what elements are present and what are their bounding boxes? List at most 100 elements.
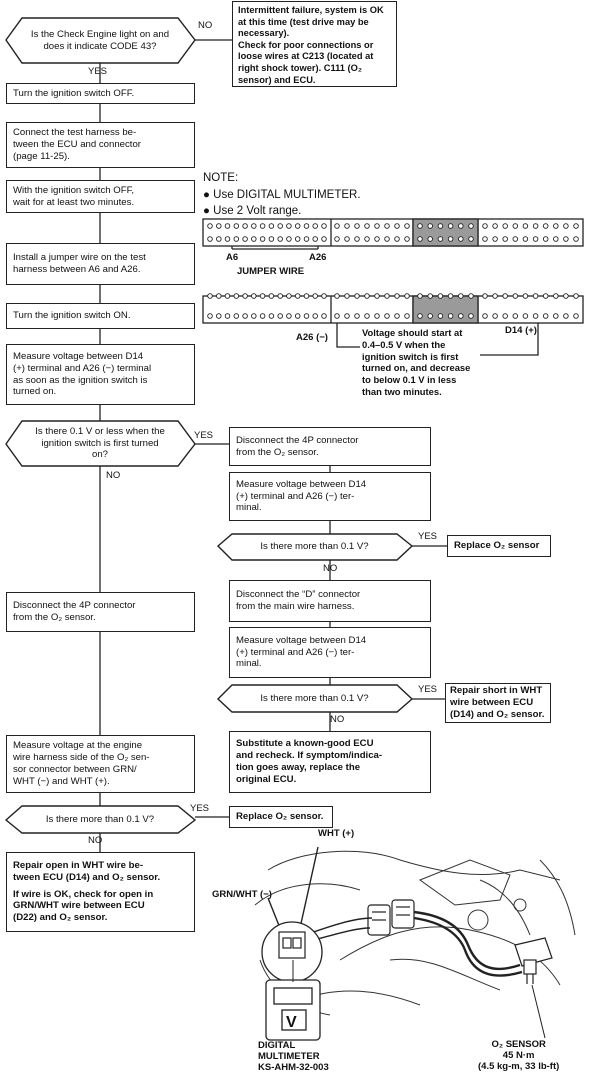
connector-pin: [458, 313, 464, 319]
connector-pin: [286, 313, 292, 319]
step-disconnect-d-connector: Disconnect the “D” connector from the ma…: [229, 580, 431, 622]
connector-pin: [573, 293, 579, 299]
connector-pin: [312, 223, 318, 229]
connector-pin: [303, 236, 310, 242]
connector-pin: [502, 313, 508, 319]
connector-pin: [394, 313, 400, 319]
connector-pin: [312, 293, 318, 299]
connector-pin: [251, 293, 257, 299]
connector-pin: [573, 313, 579, 319]
connector-pin: [468, 236, 474, 242]
connector-pin: [492, 293, 498, 299]
connector-pin: [437, 223, 444, 229]
q4-yes-label: YES: [418, 684, 438, 695]
connector-pin: [268, 223, 275, 229]
connector-pin: [303, 313, 310, 319]
connector-pin: [334, 223, 340, 229]
connector-pin: [364, 223, 370, 229]
connector-pin: [404, 313, 410, 319]
q5-no-label: NO: [88, 835, 103, 846]
connector-pin: [364, 236, 370, 242]
connector-pin: [251, 313, 257, 319]
connector-pin: [233, 293, 240, 299]
connector-pin: [532, 293, 539, 299]
connector-pin: [294, 236, 301, 242]
connector-pin: [437, 236, 444, 242]
connector-pin: [251, 236, 257, 242]
connector-pin: [259, 236, 266, 242]
connector-pin: [542, 313, 549, 319]
connector-pin: [224, 236, 231, 242]
connector-pin: [563, 313, 569, 319]
connector-pin: [224, 313, 231, 319]
connector-pin: [321, 313, 327, 319]
note-bullet-multimeter-text: Use DIGITAL MULTIMETER.: [213, 188, 361, 201]
connector-pin: [512, 236, 519, 242]
connector-pin: [207, 313, 213, 319]
connector-pin: [553, 236, 559, 242]
connector-pin: [216, 236, 222, 242]
step-measure-voltage: Measure voltage between D14 (+) terminal…: [6, 344, 195, 405]
connector-pin: [268, 313, 275, 319]
connector-pin: [321, 223, 327, 229]
connector-pin: [334, 236, 340, 242]
connector-pin: [334, 293, 340, 299]
connector-pin: [522, 236, 529, 242]
connector-pin: [553, 313, 559, 319]
repair-open-text-1: Repair open in WHT wire be- tween ECU (D…: [13, 859, 161, 883]
repair-open-box: Repair open in WHT wire be- tween ECU (D…: [6, 852, 195, 932]
multimeter-label: DIGITAL MULTIMETER KS-AHM-32-003: [258, 1040, 329, 1073]
note-block: NOTE: ● Use DIGITAL MULTIMETER. ● Use 2 …: [203, 170, 361, 220]
connector-pin: [207, 223, 213, 229]
connector-pin: [542, 236, 549, 242]
connector-pin: [364, 293, 370, 299]
connector-pin: [233, 236, 240, 242]
connector-pin: [427, 293, 433, 299]
connector-pin: [404, 293, 410, 299]
connector-pin: [364, 313, 370, 319]
jumper-wire-label: JUMPER WIRE: [237, 266, 305, 277]
connector-pin: [233, 313, 240, 319]
connector-pin: [417, 293, 423, 299]
connector-pin: [374, 293, 380, 299]
connector-pin: [573, 236, 579, 242]
q4-no-label: NO: [330, 714, 345, 725]
connector-pin: [437, 313, 444, 319]
replace-sensor-box-2: Replace O₂ sensor.: [229, 806, 333, 828]
connector-pin: [573, 223, 579, 229]
repair-short-box: Repair short in WHT wire between ECU (D1…: [445, 683, 551, 723]
connector-pin: [447, 236, 454, 242]
connector-pin: [553, 293, 559, 299]
step-wait-two-minutes: With the ignition switch OFF, wait for a…: [6, 180, 195, 213]
connector-pin: [216, 313, 222, 319]
q2-yes-label: YES: [194, 430, 214, 441]
connector-pin: [277, 293, 283, 299]
step-measure-d14-a26-1: Measure voltage between D14 (+) terminal…: [229, 472, 431, 521]
connector-pin: [394, 293, 400, 299]
connector-pin: [417, 223, 423, 229]
step-measure-d14-a26-2: Measure voltage between D14 (+) terminal…: [229, 627, 431, 678]
connector-pin: [427, 236, 433, 242]
connector-pin: [286, 236, 292, 242]
connector-pin: [458, 236, 464, 242]
connector-pin: [259, 293, 266, 299]
step-install-jumper: Install a jumper wire on the test harnes…: [6, 243, 195, 285]
connector-pin: [447, 223, 454, 229]
connector-pin: [468, 313, 474, 319]
connector-pin: [502, 223, 508, 229]
bullet-dot: ●: [203, 188, 214, 201]
connector-pin: [532, 236, 539, 242]
connector-pin: [468, 293, 474, 299]
grn-wht-label: GRN/WHT (−): [212, 889, 272, 900]
decision-voltage-low: Is there 0.1 V or less when the ignition…: [35, 425, 165, 461]
replace-sensor-box-1: Replace O₂ sensor: [447, 535, 551, 557]
connector-pin: [354, 293, 360, 299]
connector-pin: [532, 223, 539, 229]
o2-sensor-label: O₂ SENSOR 45 N·m (4.5 kg-m, 33 lb-ft): [478, 1039, 560, 1072]
connector-pin: [502, 236, 508, 242]
connector-pin: [482, 236, 488, 242]
connector-pin: [374, 236, 380, 242]
note-bullet-range-text: Use 2 Volt range.: [213, 205, 302, 218]
connector-pin: [522, 293, 529, 299]
